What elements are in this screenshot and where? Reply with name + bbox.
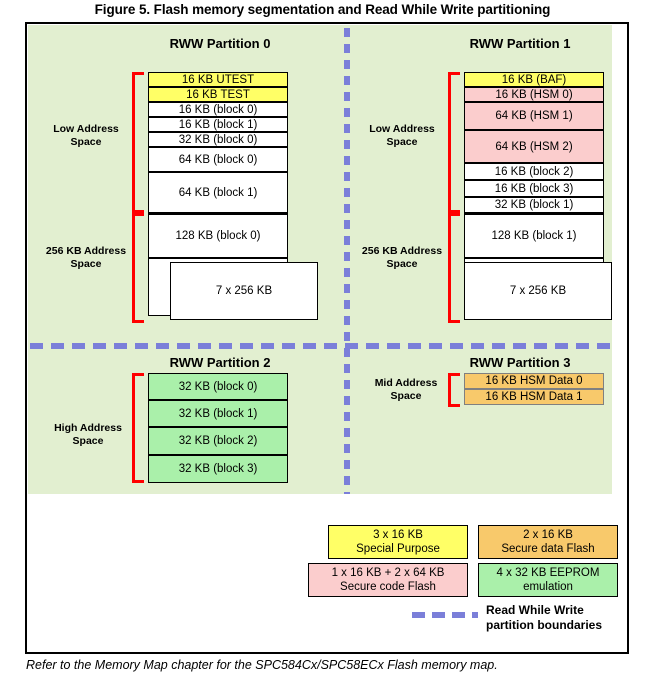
legend-line-2: Secure data Flash — [501, 543, 595, 555]
addr-line-2: Space — [390, 390, 422, 402]
partition-3-mid-address-bracket — [448, 373, 462, 407]
bracket-arm-top — [448, 213, 460, 216]
bracket-arm-top — [132, 213, 144, 216]
addr-line-1: High Address — [54, 422, 122, 434]
memory-block[interactable]: 16 KB (block 3) — [464, 180, 604, 197]
memory-block[interactable]: 64 KB (HSM 2) — [464, 130, 604, 163]
addr-line-2: Space — [70, 136, 102, 148]
rww-boundary-vertical — [344, 28, 350, 494]
legend-rww-boundary-label: Read While Write partition boundaries — [486, 603, 645, 633]
addr-line-1: Low Address — [53, 123, 119, 135]
bracket-arm-top — [132, 373, 144, 376]
partition-0-256kb-address-bracket — [132, 213, 146, 323]
bracket-stem — [448, 72, 451, 213]
addr-line-2: Space — [70, 258, 102, 270]
legend-item-secure-code-flash: 1 x 16 KB + 2 x 64 KB Secure code Flash — [308, 563, 468, 597]
legend-line-2: Special Purpose — [356, 543, 440, 555]
memory-block[interactable]: 128 KB (block 1) — [464, 213, 604, 258]
partition-1-256kb-address-label: 256 KB Address Space — [350, 245, 454, 271]
legend-rww-boundary-swatch — [412, 612, 478, 618]
memory-block[interactable]: 16 KB (BAF) — [464, 72, 604, 87]
memory-block[interactable]: 7 x 256 KB — [464, 262, 612, 320]
bracket-stem — [448, 373, 451, 407]
legend-line-1: 3 x 16 KB — [373, 529, 423, 541]
bracket-arm-bottom — [448, 404, 460, 407]
partition-1-title: RWW Partition 1 — [469, 36, 571, 51]
addr-line-1: Low Address — [369, 123, 435, 135]
partition-1-low-address-label: Low Address Space — [356, 123, 448, 149]
partition-2-high-address-label: High Address Space — [40, 422, 136, 448]
legend-item-secure-data-flash: 2 x 16 KB Secure data Flash — [478, 525, 618, 559]
memory-block[interactable]: 7 x 256 KB — [170, 262, 318, 320]
memory-block[interactable]: 64 KB (HSM 1) — [464, 102, 604, 130]
addr-line-1: Mid Address — [374, 377, 438, 389]
bracket-stem — [132, 213, 135, 323]
legend-line-2: Secure code Flash — [340, 581, 436, 593]
bracket-arm-top — [448, 373, 460, 376]
partition-3-mid-address-label: Mid Address Space — [360, 377, 452, 403]
bracket-arm-top — [448, 72, 460, 75]
legend-line-2: partition boundaries — [486, 618, 603, 632]
partition-0-256kb-address-label: 256 KB Address Space — [34, 245, 138, 271]
partition-0-low-address-bracket — [132, 72, 146, 213]
bracket-stem — [132, 373, 135, 483]
partition-3-title: RWW Partition 3 — [469, 355, 571, 370]
legend-line-1: Read While Write — [486, 603, 584, 617]
legend-line-1: 4 x 32 KB EEPROM — [496, 567, 600, 579]
bracket-arm-bottom — [132, 480, 144, 483]
memory-block[interactable]: 32 KB (block 0) — [148, 373, 288, 400]
figure-footnote: Refer to the Memory Map chapter for the … — [26, 658, 498, 672]
memory-block[interactable]: 16 KB (block 1) — [148, 117, 288, 132]
rww-boundary-horizontal — [30, 343, 610, 349]
addr-line-1: 256 KB Address — [45, 245, 127, 257]
bracket-arm-bottom — [448, 320, 460, 323]
addr-line-2: Space — [386, 136, 418, 148]
memory-block[interactable]: 16 KB TEST — [148, 87, 288, 102]
memory-block[interactable]: 16 KB (block 2) — [464, 163, 604, 180]
memory-block[interactable]: 32 KB (block 1) — [464, 197, 604, 213]
legend-line-1: 1 x 16 KB + 2 x 64 KB — [331, 567, 445, 579]
legend-item-special-purpose: 3 x 16 KB Special Purpose — [328, 525, 468, 559]
memory-block[interactable]: 32 KB (block 1) — [148, 400, 288, 427]
bracket-arm-top — [132, 72, 144, 75]
addr-line-1: 256 KB Address — [361, 245, 443, 257]
legend-item-eeprom-emulation: 4 x 32 KB EEPROM emulation — [478, 563, 618, 597]
memory-block[interactable]: 64 KB (block 0) — [148, 147, 288, 172]
memory-block[interactable]: 32 KB (block 2) — [148, 427, 288, 455]
partition-2-high-address-bracket — [132, 373, 146, 483]
memory-block[interactable]: 16 KB HSM Data 0 — [464, 373, 604, 389]
figure-title: Figure 5. Flash memory segmentation and … — [94, 2, 551, 17]
partition-0-title: RWW Partition 0 — [169, 36, 271, 51]
bracket-arm-bottom — [132, 210, 144, 213]
partition-1-low-address-bracket — [448, 72, 462, 213]
legend-line-1: 2 x 16 KB — [523, 529, 573, 541]
bracket-stem — [448, 213, 451, 323]
memory-block[interactable]: 16 KB (HSM 0) — [464, 87, 604, 102]
memory-block[interactable]: 64 KB (block 1) — [148, 172, 288, 213]
addr-line-2: Space — [386, 258, 418, 270]
memory-block[interactable]: 16 KB (block 0) — [148, 102, 288, 117]
partition-2-title: RWW Partition 2 — [169, 355, 271, 370]
partition-0-low-address-label: Low Address Space — [40, 123, 132, 149]
legend-line-2: emulation — [523, 581, 573, 593]
memory-block[interactable]: 16 KB HSM Data 1 — [464, 389, 604, 405]
addr-line-2: Space — [72, 435, 104, 447]
partition-1-256kb-address-bracket — [448, 213, 462, 323]
memory-block[interactable]: 32 KB (block 3) — [148, 455, 288, 483]
bracket-arm-bottom — [132, 320, 144, 323]
memory-block[interactable]: 16 KB UTEST — [148, 72, 288, 87]
bracket-stem — [132, 72, 135, 213]
memory-block[interactable]: 128 KB (block 0) — [148, 213, 288, 258]
memory-block[interactable]: 32 KB (block 0) — [148, 132, 288, 147]
bracket-arm-bottom — [448, 210, 460, 213]
